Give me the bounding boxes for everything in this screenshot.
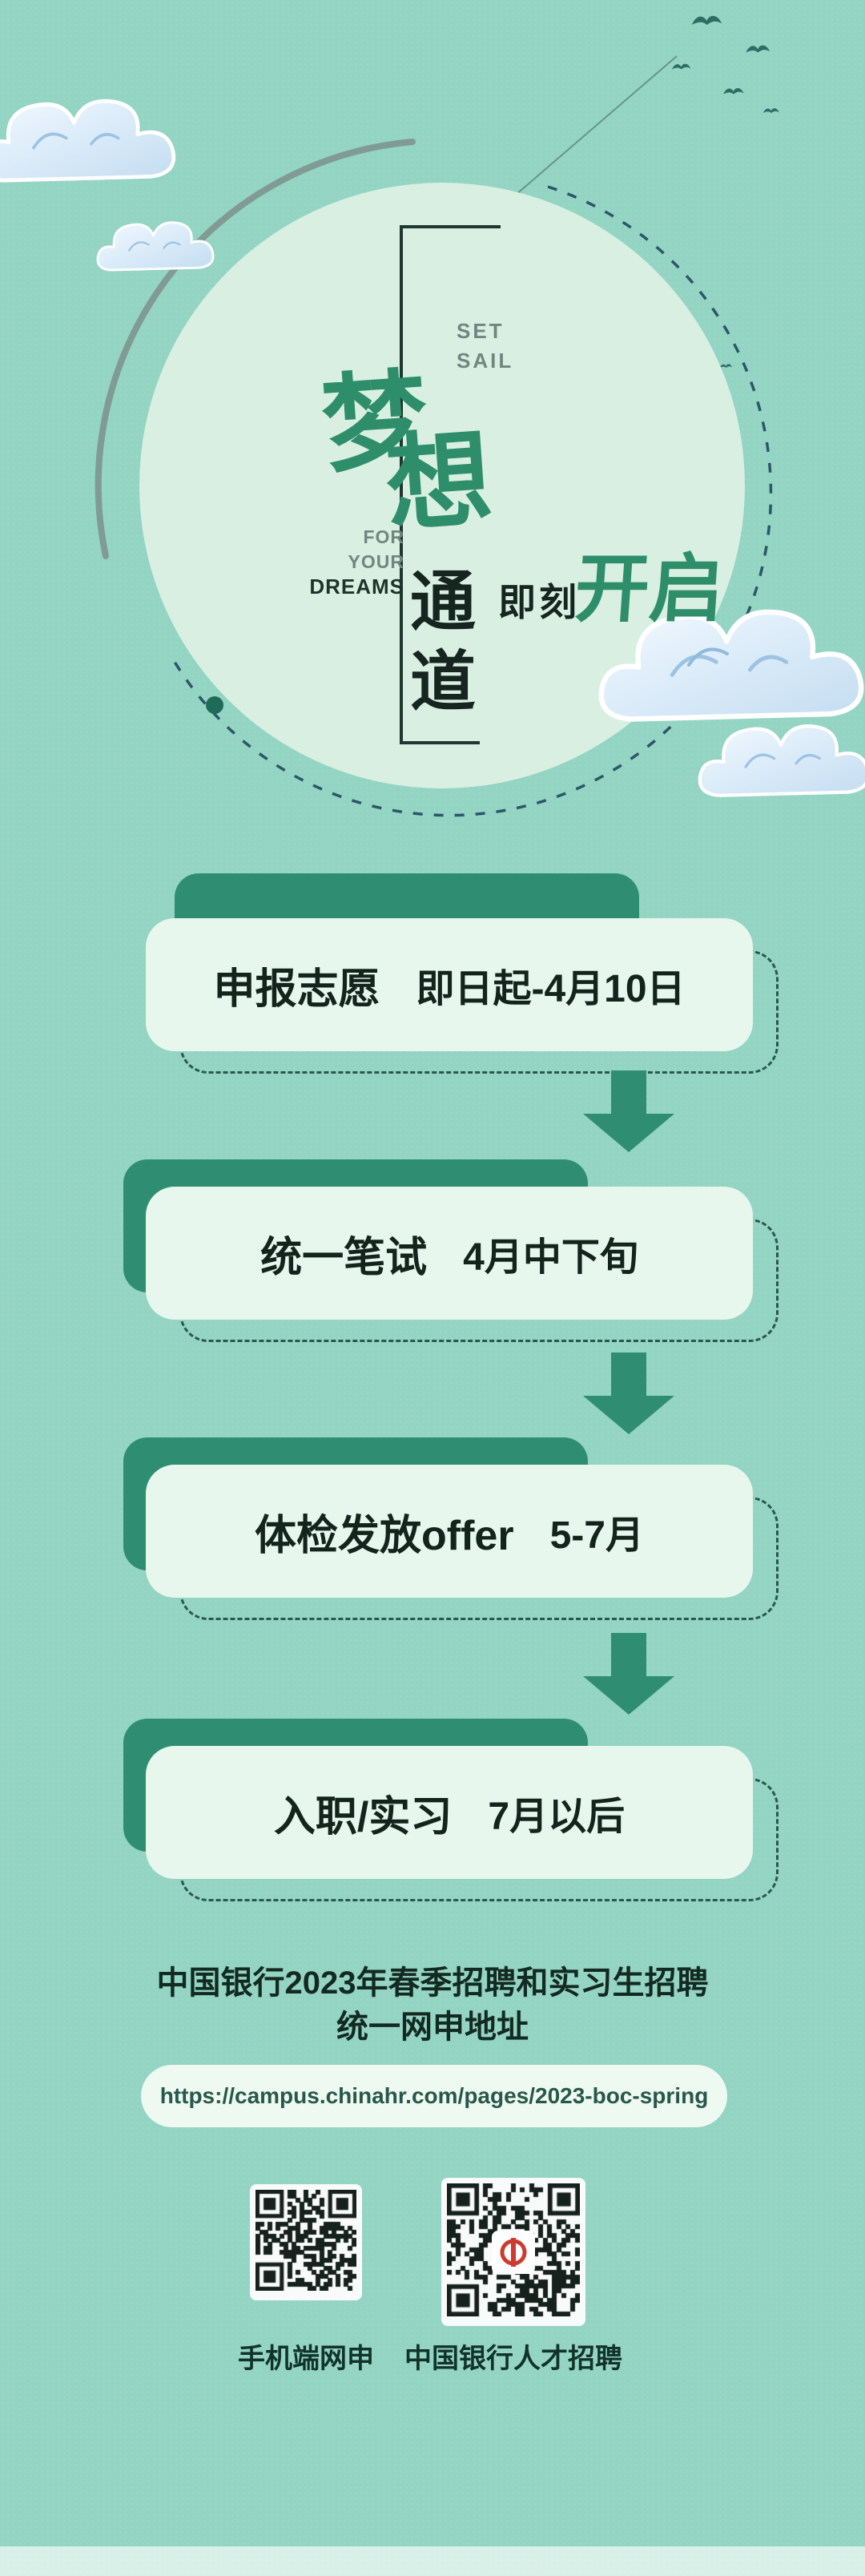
- cloud-top-left-icon: [0, 101, 215, 272]
- footer-heading-line1: 中国银行2023年春季招聘和实习生招聘: [156, 1965, 709, 2001]
- application-url-pill[interactable]: https://campus.chinahr.com/pages/2023-bo…: [141, 2065, 727, 2127]
- step-2-title: 统一笔试: [260, 1234, 428, 1281]
- set-sail-line1: SET: [457, 319, 505, 343]
- qr-code-talent: [441, 2178, 585, 2326]
- teal-dot: [206, 696, 223, 714]
- qr-right-label: 中国银行人才招聘: [404, 2344, 622, 2374]
- qr-left-canvas: [255, 2190, 356, 2291]
- arrow-head: [583, 1114, 674, 1152]
- qr-left-label: 手机端网申: [238, 2344, 374, 2374]
- footer-heading-line2: 统一网申地址: [336, 2010, 529, 2045]
- step-card-4: 入职/实习 7月以后: [123, 1719, 778, 1901]
- jike-text: 即刻: [498, 581, 580, 623]
- bracket-bottom-line: [400, 741, 480, 744]
- arrow-head: [583, 1396, 674, 1434]
- step-4-face: 入职/实习 7月以后: [146, 1746, 753, 1879]
- step-card-3: 体检发放offer 5-7月: [123, 1437, 778, 1620]
- diagonal-line: [492, 55, 678, 216]
- step-4-date: 7月以后: [488, 1796, 626, 1838]
- for-word: FOR: [363, 526, 404, 547]
- arrow-stem: [611, 1353, 646, 1396]
- channel-vertical-text: 通 道: [410, 562, 476, 723]
- arrow-head: [583, 1676, 674, 1715]
- channel-char-1: 通: [410, 566, 477, 639]
- step-1-date: 即日起-4月10日: [416, 968, 686, 1010]
- step-card-1: 申报志愿 即日起-4月10日: [146, 873, 778, 1074]
- set-sail-line2: SAIL: [457, 349, 514, 373]
- step-4-title: 入职/实习: [273, 1793, 453, 1840]
- step-1-face: 申报志愿 即日起-4月10日: [146, 918, 753, 1051]
- step-3-title: 体检发放offer: [255, 1512, 514, 1559]
- step-card-2: 统一笔试 4月中下旬: [123, 1159, 778, 1342]
- down-arrow-icon-1: [583, 1070, 674, 1152]
- set-sail-text: SET SAIL: [457, 316, 513, 376]
- step-3-face: 体检发放offer 5-7月: [146, 1465, 753, 1598]
- boc-logo-icon: [492, 2230, 535, 2274]
- kaiqi-text: 开启: [572, 545, 727, 632]
- for-your-dreams-text: FOR YOUR DREAMS: [304, 525, 404, 600]
- channel-char-2: 道: [410, 646, 477, 719]
- your-word: YOUR: [348, 551, 404, 572]
- bracket-top-line: [400, 225, 501, 228]
- arrow-stem: [611, 1070, 646, 1114]
- dream-char-2: 想: [381, 416, 497, 548]
- step-3-date: 5-7月: [549, 1514, 644, 1557]
- boc-emblem-svg: [500, 2237, 527, 2267]
- step-2-face: 统一笔试 4月中下旬: [146, 1187, 753, 1320]
- bottom-band: [0, 2546, 865, 2576]
- step-1-title: 申报志愿: [213, 965, 380, 1013]
- arrow-stem: [611, 1633, 646, 1676]
- step-2-date: 4月中下旬: [463, 1236, 638, 1279]
- qr-code-mobile: [250, 2184, 362, 2300]
- dreams-word: DREAMS: [309, 574, 404, 599]
- down-arrow-icon-3: [583, 1633, 674, 1715]
- application-url-text: https://campus.chinahr.com/pages/2023-bo…: [159, 2083, 709, 2108]
- down-arrow-icon-2: [583, 1353, 674, 1434]
